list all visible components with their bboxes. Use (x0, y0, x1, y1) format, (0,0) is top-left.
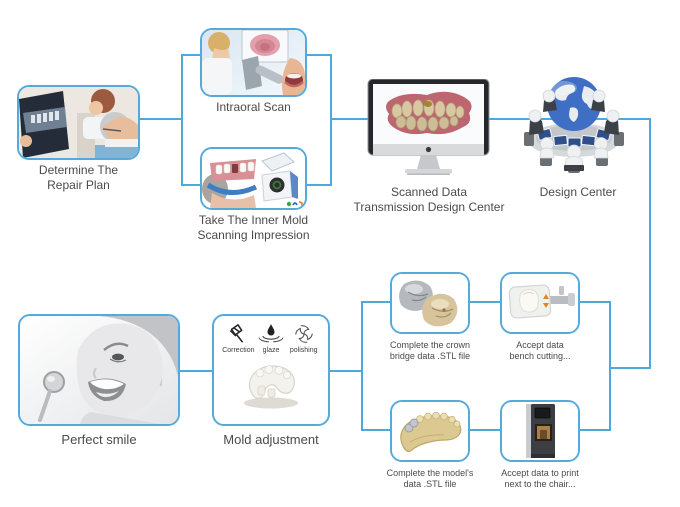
intraoral-scan-label: Intraoral Scan (216, 100, 291, 114)
tool-correction-label: Correction (222, 347, 255, 354)
mold-adjustment-label: Mold adjustment (223, 432, 319, 447)
tool-polishing-label: polishing (289, 347, 318, 354)
connector-bench-stub (580, 301, 610, 303)
intraoral-scan-photo (202, 30, 305, 95)
tool-glaze-label: glaze (262, 347, 280, 354)
design-center-illustration (518, 70, 630, 176)
swirl-icon (294, 325, 313, 343)
connector-left-bracket (181, 54, 183, 186)
tool-glaze: glaze (255, 323, 288, 354)
scanned-data-label: Scanned Data Transmission Design Center (353, 185, 505, 214)
connector-to-inner-mold (181, 184, 200, 186)
node-model-stl (390, 400, 470, 462)
node-print-chair (500, 400, 580, 462)
perfect-smile-label: Perfect smile (61, 432, 137, 447)
connector-design-to-accept (609, 367, 650, 369)
jaw-model-image (392, 402, 468, 460)
connector-model-to-printer (470, 429, 500, 431)
pushpin-icon (230, 324, 244, 343)
connector-stl-bracket (361, 301, 363, 431)
connector-right-bracket-top (330, 54, 332, 186)
node-bench-cutting (500, 272, 580, 334)
print-chair-caption: Accept data to print next to the chair..… (501, 468, 579, 490)
connector-smile-to-mold (180, 370, 212, 372)
mold-tools-row: Correction glaze (214, 316, 328, 354)
crown-bridge-caption: Complete the crown bridge data .STL file (389, 340, 471, 362)
connector-from-intraoral (307, 54, 331, 56)
dental-mold-image (244, 365, 298, 409)
connector-right-vertical (649, 118, 651, 369)
droplet-ripple-icon (258, 324, 284, 343)
node-inner-mold-scan (200, 147, 307, 210)
connector-crown-to-bench (470, 301, 500, 303)
tool-correction: Correction (222, 323, 255, 354)
node-perfect-smile (18, 314, 180, 426)
determine-repair-plan-label: Determine The Repair Plan (38, 163, 119, 192)
node-determine-repair-plan (17, 85, 140, 160)
model-stl-caption: Complete the model's data .STL file (386, 468, 474, 490)
connector-model-stub (361, 429, 390, 431)
connector-to-intraoral (181, 54, 200, 56)
globe-team-icon (524, 77, 624, 173)
xray-consultation-photo (19, 87, 138, 158)
connector-determine-to-branch (140, 118, 182, 120)
printer-image (502, 402, 578, 460)
connector-mold-to-stl (330, 370, 362, 372)
bench-cutting-caption: Accept data bench cutting... (509, 340, 571, 362)
monitor-icon (367, 79, 490, 175)
milling-blank-image (502, 274, 578, 332)
connector-accept-bracket (609, 301, 611, 431)
imac-monitor-illustration (367, 79, 490, 179)
smiling-woman-photo (20, 316, 178, 424)
connector-printer-stub (580, 429, 610, 431)
node-crown-bridge (390, 272, 470, 334)
connector-from-inner-mold (307, 184, 331, 186)
connector-crown-stub (361, 301, 390, 303)
design-center-label: Design Center (539, 185, 617, 199)
node-mold-adjustment: Correction glaze (212, 314, 330, 426)
node-intraoral-scan (200, 28, 307, 97)
inner-mold-label: Take The Inner Mold Scanning Impression (197, 213, 310, 242)
tool-polishing: polishing (287, 323, 320, 354)
crown-bridge-image (392, 274, 468, 332)
connector-to-design-center (330, 118, 651, 120)
inner-mold-scanner-photo (202, 149, 305, 208)
